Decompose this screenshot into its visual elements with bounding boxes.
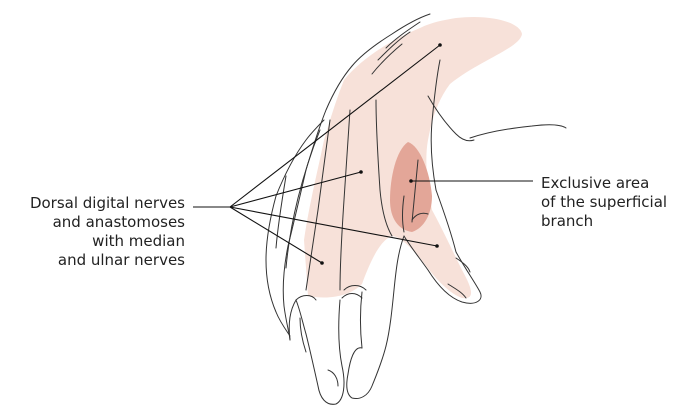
label-line: and ulnar nerves — [30, 251, 185, 270]
endpoint-finger — [320, 261, 324, 265]
endpoint-exclusive — [409, 179, 413, 183]
label-line: and anastomoses — [30, 213, 185, 232]
dorsal-digital-nerves-label: Dorsal digital nerves and anastomoses wi… — [30, 194, 185, 270]
label-line: with median — [30, 232, 185, 251]
endpoint-wrist — [438, 43, 442, 47]
endpoint-dorsum — [359, 170, 363, 174]
endpoint-thumb — [435, 244, 439, 248]
label-line: of the superficial — [541, 193, 667, 212]
label-line: Exclusive area — [541, 174, 667, 193]
exclusive-area-label: Exclusive area of the superficial branch — [541, 174, 667, 231]
label-line: branch — [541, 212, 667, 231]
label-line: Dorsal digital nerves — [30, 194, 185, 213]
